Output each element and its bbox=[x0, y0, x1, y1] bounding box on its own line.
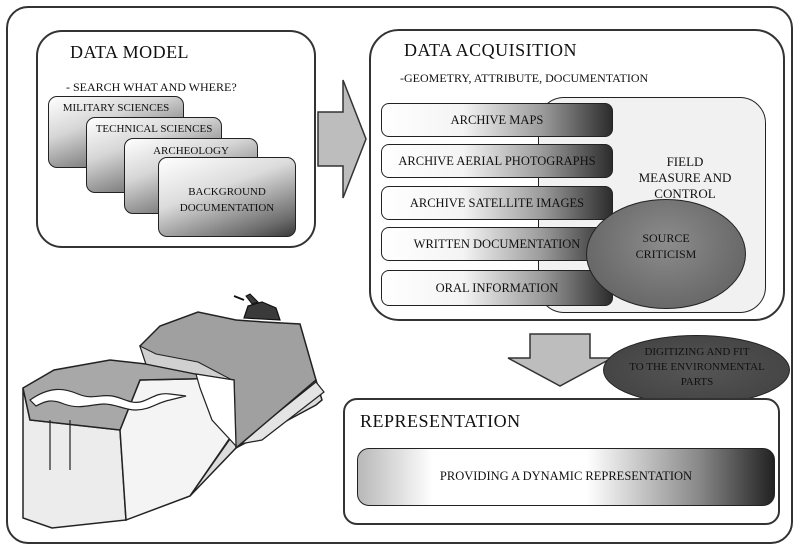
source-archive-satellite-images: ARCHIVE SATELLITE IMAGES bbox=[381, 186, 613, 220]
dynamic-representation-box: PROVIDING A DYNAMIC REPRESENTATION bbox=[357, 448, 775, 506]
field-line: CONTROL bbox=[654, 186, 716, 201]
card-label: BACKGROUND DOCUMENTATION bbox=[179, 186, 275, 214]
source-oral-information: ORAL INFORMATION bbox=[381, 270, 613, 306]
source-archive-maps: ARCHIVE MAPS bbox=[381, 103, 613, 137]
digitizing-line: TO THE ENVIRONMENTAL bbox=[629, 361, 765, 373]
card-label: ARCHEOLOGY bbox=[153, 145, 229, 157]
source-criticism-ellipse bbox=[586, 199, 746, 309]
arrow-right-shape bbox=[317, 79, 367, 199]
tank-icon bbox=[233, 293, 281, 321]
field-line: FIELD bbox=[666, 154, 704, 169]
digitizing-line: PARTS bbox=[680, 376, 714, 388]
card-background-documentation: BACKGROUND DOCUMENTATION bbox=[158, 157, 296, 237]
criticism-line: SOURCE bbox=[642, 231, 690, 245]
data-model-title: DATA MODEL bbox=[70, 42, 190, 62]
representation-title: REPRESENTATION bbox=[360, 411, 521, 431]
terrain-trench bbox=[195, 373, 237, 448]
source-archive-aerial-photographs: ARCHIVE AERIAL PHOTOGRAPHS bbox=[381, 144, 613, 178]
digitizing-ellipse bbox=[603, 335, 790, 405]
card-label: TECHNICAL SCIENCES bbox=[95, 123, 213, 135]
criticism-line: CRITICISM bbox=[635, 247, 697, 261]
data-acquisition-title: DATA ACQUISITION bbox=[404, 40, 578, 60]
data-acquisition-subtitle: -GEOMETRY, ATTRIBUTE, DOCUMENTATION bbox=[400, 71, 649, 85]
source-criticism-label: SOURCE CRITICISM bbox=[606, 230, 726, 262]
card-label: MILITARY SCIENCES bbox=[62, 102, 170, 114]
terrain-river bbox=[29, 388, 187, 411]
source-written-documentation: WRITTEN DOCUMENTATION bbox=[381, 227, 613, 261]
arrow-down-shape bbox=[507, 333, 613, 387]
field-measure-label: FIELD MEASURE AND CONTROL bbox=[620, 154, 750, 202]
field-line: MEASURE AND bbox=[638, 170, 732, 185]
digitizing-label: DIGITIZING AND FIT TO THE ENVIRONMENTAL … bbox=[604, 345, 790, 390]
search-label: - SEARCH WHAT AND WHERE? bbox=[66, 80, 237, 94]
digitizing-line: DIGITIZING AND FIT bbox=[644, 346, 750, 358]
